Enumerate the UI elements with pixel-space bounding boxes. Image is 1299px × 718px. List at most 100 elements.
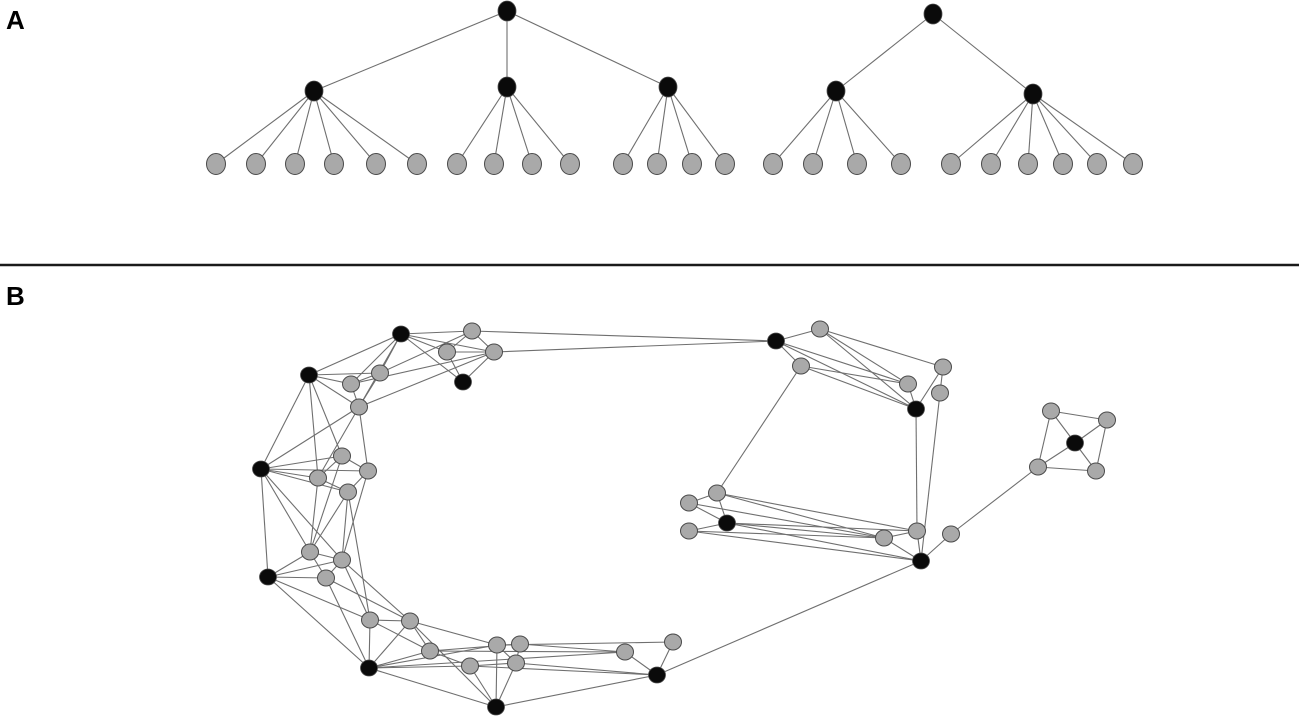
tree-edge bbox=[835, 90, 902, 165]
network-edge bbox=[1095, 419, 1108, 472]
hub-node bbox=[360, 659, 378, 677]
panel-a-hierarchical-trees bbox=[206, 0, 1143, 175]
hub-node bbox=[392, 325, 410, 343]
root-node bbox=[923, 3, 943, 25]
network-edge bbox=[716, 492, 885, 539]
network-edge bbox=[368, 620, 411, 669]
network-edge bbox=[347, 491, 371, 621]
tree-edge bbox=[622, 86, 669, 165]
peripheral-node bbox=[1029, 458, 1047, 476]
network-edge bbox=[368, 650, 431, 669]
leaf-node bbox=[447, 153, 467, 175]
peripheral-node bbox=[359, 462, 377, 480]
peripheral-node bbox=[908, 522, 926, 540]
peripheral-node bbox=[680, 494, 698, 512]
network-edge bbox=[325, 577, 411, 622]
panel-b-nodes bbox=[252, 320, 1116, 716]
peripheral-node bbox=[421, 642, 439, 660]
network-edge bbox=[267, 576, 327, 579]
network-edge bbox=[341, 491, 349, 561]
network-edge bbox=[350, 351, 495, 385]
leaf-node bbox=[715, 153, 735, 175]
hub-node bbox=[907, 400, 925, 418]
network-edge bbox=[726, 522, 918, 532]
hub-node bbox=[497, 76, 517, 98]
peripheral-node bbox=[899, 375, 917, 393]
tree-edge bbox=[1032, 93, 1098, 165]
leaf-node bbox=[647, 153, 667, 175]
leaf-node bbox=[560, 153, 580, 175]
leaf-node bbox=[1123, 153, 1143, 175]
network-edge bbox=[369, 619, 431, 652]
network-edge bbox=[358, 351, 495, 408]
leaf-node bbox=[682, 153, 702, 175]
network-edge bbox=[1050, 410, 1108, 421]
tree-edge bbox=[1032, 93, 1064, 165]
tree-edge bbox=[772, 90, 837, 165]
network-edge bbox=[309, 455, 343, 553]
peripheral-node bbox=[1042, 402, 1060, 420]
peripheral-node bbox=[485, 343, 503, 361]
peripheral-node bbox=[371, 364, 389, 382]
peripheral-node bbox=[461, 657, 479, 675]
peripheral-node bbox=[342, 375, 360, 393]
network-edge bbox=[495, 644, 498, 708]
network-edge bbox=[308, 374, 343, 457]
network-edge bbox=[260, 468, 269, 578]
tree-edge bbox=[215, 90, 315, 165]
network-edge bbox=[519, 643, 626, 653]
tree-edge bbox=[506, 86, 533, 165]
network-edge bbox=[471, 330, 777, 342]
tree-edge bbox=[255, 90, 315, 165]
tree-edge bbox=[835, 90, 858, 165]
network-edge bbox=[341, 559, 371, 621]
leaf-node bbox=[484, 153, 504, 175]
panel-b-edges bbox=[260, 328, 1108, 708]
network-edge bbox=[260, 468, 311, 553]
root-node bbox=[497, 0, 517, 22]
tree-edge bbox=[667, 86, 693, 165]
network-edge bbox=[775, 340, 909, 385]
leaf-node bbox=[803, 153, 823, 175]
hub-node bbox=[300, 366, 318, 384]
peripheral-node bbox=[339, 483, 357, 501]
network-edge bbox=[400, 333, 464, 383]
network-edge bbox=[267, 576, 371, 621]
peripheral-node bbox=[811, 320, 829, 338]
peripheral-node bbox=[401, 612, 419, 630]
peripheral-node bbox=[350, 398, 368, 416]
network-edge bbox=[800, 365, 909, 385]
panel-a-label: A bbox=[6, 5, 25, 35]
network-edge bbox=[260, 468, 349, 493]
network-edge bbox=[400, 333, 495, 353]
network-edge bbox=[819, 328, 944, 368]
hub-node bbox=[648, 666, 666, 684]
network-edge bbox=[400, 330, 473, 335]
tree-edge bbox=[313, 90, 335, 165]
network-edge bbox=[309, 491, 349, 553]
tree-edge bbox=[294, 90, 315, 165]
network-edge bbox=[260, 468, 369, 472]
leaf-node bbox=[206, 153, 226, 175]
network-edge bbox=[716, 365, 802, 494]
hub-node bbox=[304, 80, 324, 102]
network-edge bbox=[260, 455, 343, 470]
peripheral-node bbox=[317, 569, 335, 587]
panel-a-nodes bbox=[206, 0, 1143, 175]
leaf-node bbox=[613, 153, 633, 175]
hub-node bbox=[1023, 83, 1043, 105]
network-edge bbox=[317, 406, 360, 479]
leaf-node bbox=[1053, 153, 1073, 175]
peripheral-node bbox=[511, 635, 529, 653]
network-edge bbox=[429, 650, 626, 653]
network-edge bbox=[368, 667, 497, 708]
network-edge bbox=[267, 576, 370, 669]
tree-edge bbox=[313, 90, 418, 165]
tree-edge bbox=[990, 93, 1034, 165]
leaf-node bbox=[285, 153, 305, 175]
panel-b-label: B bbox=[6, 281, 25, 311]
network-edge bbox=[325, 577, 370, 669]
network-edge bbox=[409, 620, 498, 646]
network-edge bbox=[688, 502, 885, 539]
